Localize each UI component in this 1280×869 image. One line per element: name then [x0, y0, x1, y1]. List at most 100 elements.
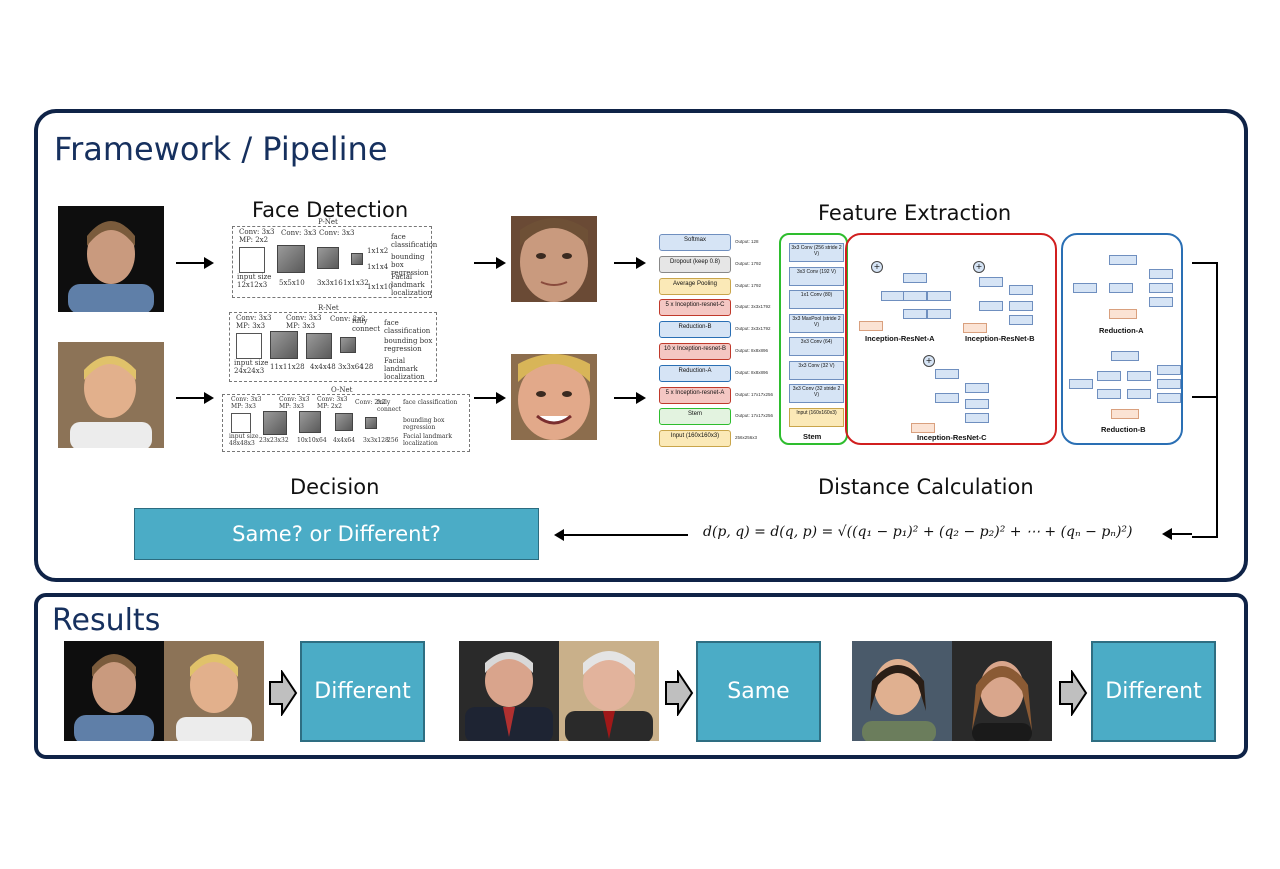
- inception-block-1: Dropout (keep 0.8): [659, 255, 731, 273]
- pnet-out3: Facial landmark localization: [391, 273, 432, 297]
- onet-s2: 10x10x64: [297, 437, 327, 444]
- arrow-crop-to-extraction-1: [614, 257, 646, 269]
- filter-concat-b: [1111, 351, 1139, 361]
- inception-block-4: Reduction-B: [659, 321, 731, 339]
- block-a5: [903, 309, 927, 319]
- pnet-title: P-Net: [318, 218, 338, 226]
- result-1-box: Different: [300, 641, 425, 742]
- bracket-mid-stub: [1192, 396, 1216, 398]
- framework-title: Framework / Pipeline: [54, 130, 388, 168]
- reduction-box: Reduction-A Reduction-B: [1061, 233, 1183, 445]
- pnet-conv2: Conv: 3x3: [281, 229, 317, 237]
- pnet-o2: 1x1x4: [367, 263, 389, 271]
- block-rb7: [1157, 379, 1181, 389]
- pnet-s2: 3x3x16: [317, 279, 343, 287]
- distance-formula: d(p, q) = d(q, p) = √((q₁ − p₁)² + (q₂ −…: [703, 524, 1133, 540]
- cropped-face-2: [511, 354, 597, 440]
- arrow-input-to-detection-2: [176, 392, 214, 404]
- inception-block-output-4: Output: 3x3x1792: [735, 326, 771, 332]
- results-title: Results: [52, 603, 161, 638]
- rnet-s2: 4x4x48: [310, 363, 336, 371]
- inception-block-8: Stem: [659, 408, 731, 426]
- result-3-box: Different: [1091, 641, 1216, 742]
- onet-s1: 23x23x32: [259, 437, 289, 444]
- inception-block-7: 5 x Inception-resnet-A: [659, 386, 731, 404]
- onet-diagram: O-Net input size 48x48x3 Conv: 3x3 MP: 3…: [222, 386, 470, 452]
- stem-block-3: 3x3 MaxPool (stride 2 V): [789, 313, 844, 333]
- arrow-detection-to-crop-1: [474, 257, 506, 269]
- right-bracket: [1192, 262, 1218, 538]
- reduction-a-diagram: [1069, 253, 1179, 323]
- rnet-conv3: Conv: 2x2: [330, 315, 366, 323]
- pnet-conv3: Conv: 3x3: [319, 229, 355, 237]
- inception-block-9: Input (160x160x3): [659, 430, 731, 448]
- plus-node-a: +: [871, 261, 883, 273]
- rnet-title: R-Net: [318, 304, 339, 312]
- block-ra2: [1109, 283, 1133, 293]
- rnet-conv2: Conv: 3x3 MP: 3x3: [286, 314, 322, 330]
- block-b4: [1009, 301, 1033, 311]
- decision-box: Same? or Different?: [134, 508, 539, 560]
- onet-out3: Facial landmark localization: [403, 433, 452, 447]
- rnet-input-cube: [236, 333, 262, 359]
- stem-block-2: 1x1 Conv (80): [789, 290, 844, 309]
- stem-box: 3x3 Conv (256 stride 2 V)3x3 Conv (192 V…: [779, 233, 848, 445]
- arrow-detection-to-crop-2: [474, 392, 506, 404]
- inception-block-5: 10 x Inception-resnet-B: [659, 343, 731, 360]
- stem-block-6: 3x3 Conv (32 stride 2 V): [789, 384, 844, 403]
- rnet-out2: bounding box regression: [384, 337, 433, 353]
- block-rb6: [1127, 389, 1151, 399]
- stem-block-5: 3x3 Conv (32 V): [789, 360, 844, 380]
- rnet-s4: 128: [360, 363, 374, 371]
- inception-block-output-8: Output: 17x17x256: [735, 413, 774, 419]
- face-detection-label: Face Detection: [252, 198, 409, 222]
- input-photo-2: [58, 342, 164, 448]
- stem-block-7: Input (160x160x3): [789, 407, 844, 427]
- block-rb5: [1097, 389, 1121, 399]
- block-a7: [859, 321, 883, 331]
- inception-a-diagram: +: [855, 253, 951, 333]
- pnet-input-cube: [239, 247, 265, 273]
- previous-layer-b: [1111, 409, 1139, 419]
- onet-conv2: Conv: 3x3 MP: 3x3: [279, 396, 310, 410]
- onet-input-cube: [231, 413, 251, 433]
- rnet-out3: Facial landmark localization: [384, 357, 425, 381]
- block-c3: [935, 393, 959, 403]
- filter-concat-a2: [1109, 309, 1137, 319]
- rnet-cube-1: [270, 331, 298, 359]
- block-c5: [965, 413, 989, 423]
- inception-resnet-c-label: Inception-ResNet-C: [917, 433, 987, 442]
- result-3-arrow-icon: [1059, 670, 1088, 716]
- result-1-photo-a: [64, 641, 164, 741]
- pnet-conv1: Conv: 3x3 MP: 2x2: [239, 228, 275, 244]
- pnet-cube-3: [351, 253, 363, 265]
- onet-fc: fully connect: [377, 399, 402, 413]
- pnet-out1: face classification: [391, 233, 438, 249]
- result-2-photo-a: [459, 641, 559, 741]
- pnet-s1: 5x5x10: [279, 279, 305, 287]
- onet-title: O-Net: [331, 386, 353, 394]
- onet-out1: face classification: [403, 399, 458, 406]
- inception-block-output-9: 256x256x3: [735, 435, 758, 441]
- arrow-distance-to-decision: [554, 529, 688, 541]
- rnet-cube-2: [306, 333, 332, 359]
- inception-b-diagram: +: [959, 253, 1049, 333]
- onet-cube-4: [365, 417, 377, 429]
- rnet-diagram: R-Net input size 24x24x3 Conv: 3x3 MP: 3…: [229, 304, 437, 382]
- inception-block-output-6: Output: 8x8x896: [735, 369, 769, 375]
- inception-block-output-1: Output: 1792: [735, 260, 762, 266]
- onet-cube-3: [335, 413, 353, 431]
- block-b3: [979, 301, 1003, 311]
- block-rb4: [1157, 365, 1181, 375]
- block-a4: [927, 291, 951, 301]
- block-b5: [1009, 315, 1033, 325]
- onet-cube-2: [299, 411, 321, 433]
- onet-out2: bounding box regression: [403, 417, 445, 431]
- onet-conv4: Conv: 2x2: [355, 399, 386, 406]
- inception-resnet-b-label: Inception-ResNet-B: [965, 334, 1035, 343]
- block-ra1: [1073, 283, 1097, 293]
- block-c6: [911, 423, 935, 433]
- block-c2: [965, 383, 989, 393]
- pnet-out2: bounding box regression: [391, 253, 429, 277]
